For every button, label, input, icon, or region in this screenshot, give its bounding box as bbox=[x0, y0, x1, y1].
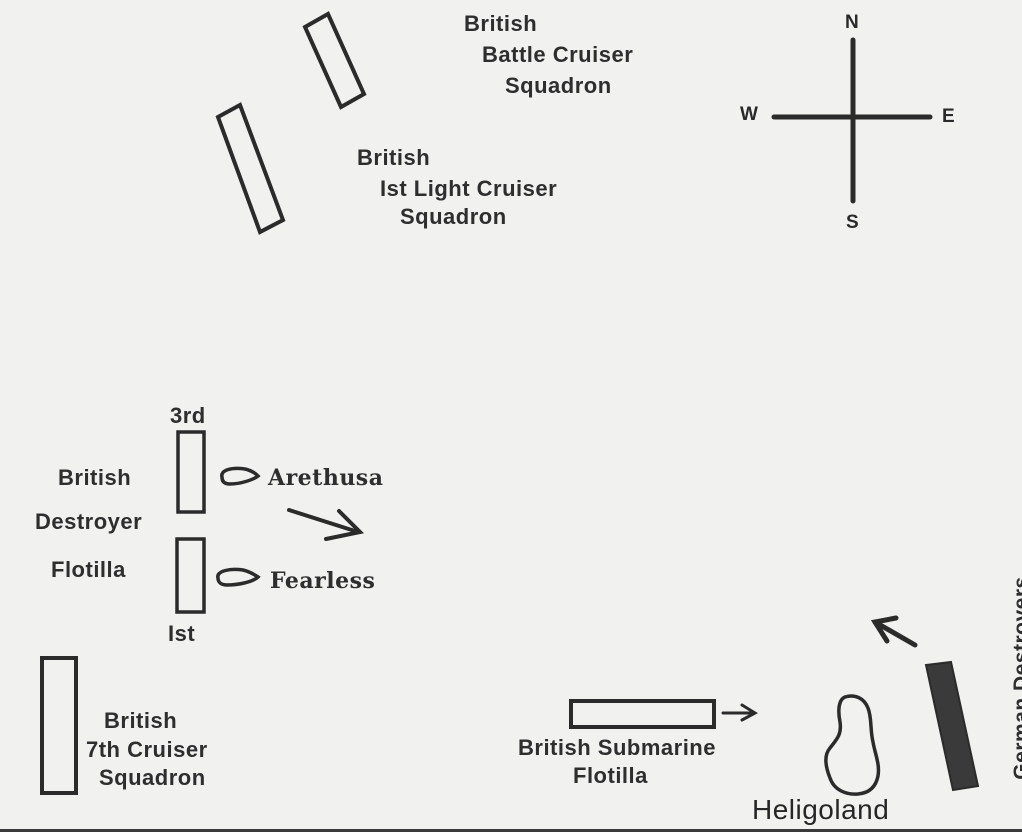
light-cruiser-squadron-marker bbox=[215, 102, 286, 235]
battle-cruiser-squadron-marker bbox=[302, 11, 367, 110]
compass-west-label: W bbox=[740, 104, 758, 125]
battle-cruiser-label-line3: Squadron bbox=[505, 73, 612, 98]
submarine-direction-arrow-icon bbox=[721, 703, 759, 722]
destroyer-flotilla-label-line1: British bbox=[58, 465, 132, 490]
submarine-flotilla-label-line2: Flotilla bbox=[573, 763, 648, 788]
submarine-flotilla-marker bbox=[569, 699, 716, 729]
page-bottom-rule bbox=[0, 829, 1022, 832]
heligoland-island-icon bbox=[824, 694, 881, 796]
battle-cruiser-label-line1: British bbox=[464, 11, 538, 36]
arethusa-label: Arethusa bbox=[268, 465, 384, 491]
light-cruiser-label-line2: Ist Light Cruiser bbox=[380, 176, 558, 201]
compass-north-label: N bbox=[845, 12, 859, 33]
german-destroyers-marker bbox=[924, 660, 980, 792]
destroyer-flotilla-label-line3: Flotilla bbox=[51, 557, 126, 582]
fearless-label: Fearless bbox=[270, 568, 376, 594]
7th-cruiser-label-line2: 7th Cruiser bbox=[86, 737, 208, 762]
destroyer-flotilla-label-line2: Destroyer bbox=[35, 509, 143, 534]
compass-icon bbox=[771, 37, 933, 204]
3rd-flotilla-label: 3rd bbox=[170, 403, 206, 428]
light-cruiser-label-line1: British bbox=[357, 145, 431, 170]
3rd-flotilla-marker bbox=[176, 430, 206, 514]
submarine-flotilla-label-line1: British Submarine bbox=[518, 735, 716, 760]
german-destroyers-label: German Destroyers bbox=[1010, 576, 1022, 780]
7th-cruiser-squadron-marker bbox=[40, 656, 78, 795]
1st-flotilla-label: Ist bbox=[168, 621, 196, 646]
heligoland-label: Heligoland bbox=[752, 794, 890, 825]
arethusa-ship-icon bbox=[220, 466, 261, 486]
flotilla-direction-arrow-icon bbox=[287, 508, 365, 541]
german-direction-arrow-icon bbox=[870, 615, 918, 648]
7th-cruiser-label-line3: Squadron bbox=[99, 765, 206, 790]
7th-cruiser-label-line1: British bbox=[104, 708, 178, 733]
light-cruiser-label-line3: Squadron bbox=[400, 204, 507, 229]
compass-south-label: S bbox=[846, 212, 859, 233]
1st-flotilla-marker bbox=[175, 537, 206, 614]
fearless-ship-icon bbox=[216, 567, 261, 587]
battle-cruiser-label-line2: Battle Cruiser bbox=[482, 42, 634, 67]
compass-east-label: E bbox=[942, 106, 955, 127]
